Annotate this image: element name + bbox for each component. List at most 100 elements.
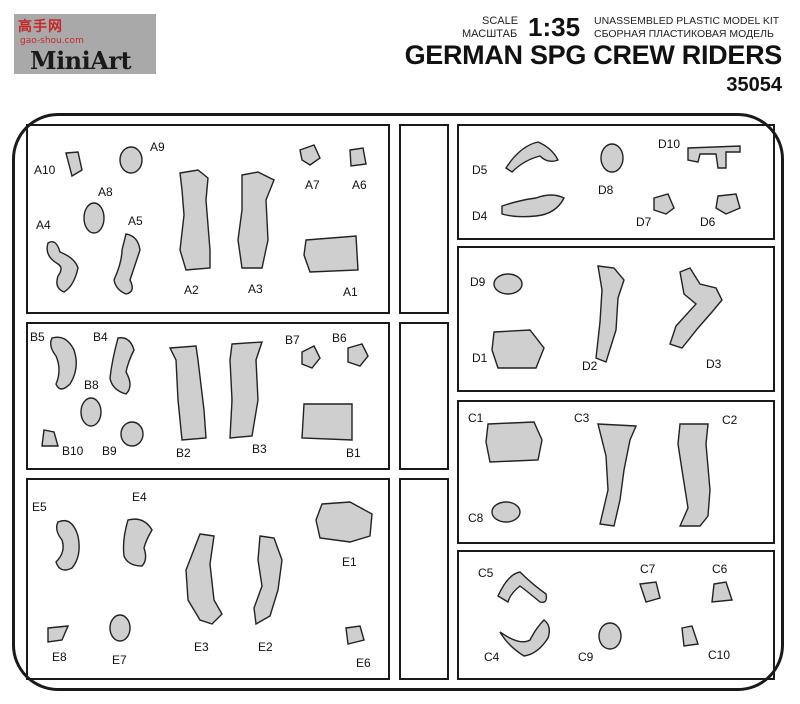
part-d5-shape	[505, 141, 559, 173]
part-label-e2: E2	[258, 640, 273, 654]
part-a4-shape	[46, 240, 79, 293]
sprue-gate-3	[399, 478, 449, 680]
part-label-a8: A8	[98, 185, 113, 199]
part-label-a7: A7	[305, 178, 320, 192]
part-a6-shape	[349, 147, 367, 167]
part-label-e1: E1	[342, 555, 357, 569]
part-b9-shape	[120, 421, 144, 447]
sprue-cell-a	[26, 124, 390, 314]
part-d9-shape	[493, 273, 523, 295]
part-label-d10: D10	[658, 137, 681, 151]
part-label-d2: D2	[582, 359, 598, 373]
part-c10-shape	[681, 625, 699, 647]
part-label-c2: C2	[722, 413, 738, 427]
part-label-c8: C8	[468, 511, 484, 525]
part-label-a4: A4	[36, 218, 51, 232]
part-d1-shape	[491, 329, 545, 369]
part-label-d9: D9	[470, 275, 486, 289]
part-e6-shape	[345, 625, 365, 645]
part-label-c1: C1	[468, 411, 484, 425]
part-c1-shape	[485, 421, 543, 463]
part-label-e4: E4	[132, 490, 147, 504]
part-label-a5: A5	[128, 214, 143, 228]
part-d10-shape	[687, 145, 741, 169]
part-d2-shape	[595, 265, 625, 363]
watermark-url: gao-shou.com	[20, 36, 84, 46]
part-b5-shape	[49, 336, 77, 390]
part-e5-shape	[55, 519, 80, 571]
part-label-a2: A2	[184, 283, 199, 297]
brand-name: MiniArt	[30, 46, 132, 75]
part-c5-shape	[497, 571, 548, 604]
part-label-c6: C6	[712, 562, 728, 576]
part-label-b4: B4	[93, 330, 108, 344]
part-c6-shape	[711, 581, 733, 603]
part-a3-shape	[237, 171, 275, 269]
part-label-b6: B6	[332, 331, 347, 345]
part-b3-shape	[229, 341, 263, 439]
part-a2-shape	[179, 169, 211, 271]
part-e3-shape	[185, 533, 223, 625]
kit-type-en: UNASSEMBLED PLASTIC MODEL KIT	[594, 15, 780, 27]
part-e2-shape	[253, 535, 283, 626]
part-label-d5: D5	[472, 163, 488, 177]
part-label-b7: B7	[285, 333, 300, 347]
part-label-b3: B3	[252, 442, 267, 456]
part-e7-shape	[109, 614, 131, 642]
part-label-c10: C10	[708, 648, 731, 662]
part-label-a1: A1	[343, 285, 358, 299]
part-c2-shape	[677, 423, 711, 527]
sprue-frame	[12, 113, 784, 691]
part-a5-shape	[113, 233, 141, 295]
part-label-b9: B9	[102, 444, 117, 458]
part-b10-shape	[41, 429, 59, 447]
sprue-gate-1	[399, 124, 449, 314]
part-label-c4: C4	[484, 650, 500, 664]
part-label-d3: D3	[706, 357, 722, 371]
part-label-c7: C7	[640, 562, 656, 576]
part-c9-shape	[598, 622, 622, 650]
part-label-b1: B1	[346, 446, 361, 460]
part-label-c5: C5	[478, 566, 494, 580]
part-label-e3: E3	[194, 640, 209, 654]
part-label-a3: A3	[248, 282, 263, 296]
sprue-cell-c-bottom	[457, 550, 775, 680]
part-label-b5: B5	[30, 330, 45, 344]
part-c8-shape	[491, 501, 521, 523]
kit-number: 35054	[726, 74, 782, 96]
part-a10-shape	[65, 151, 83, 178]
kit-title: GERMAN SPG CREW RIDERS	[404, 40, 783, 70]
part-d8-shape	[600, 143, 624, 173]
part-e1-shape	[315, 501, 373, 543]
part-b8-shape	[80, 397, 102, 427]
part-d3-shape	[669, 267, 723, 349]
part-label-d7: D7	[636, 215, 652, 229]
kit-type-ru: СБОРНАЯ ПЛАСТИКОВАЯ МОДЕЛЬ	[594, 28, 774, 40]
part-b2-shape	[168, 345, 207, 441]
part-label-a10: A10	[34, 163, 56, 177]
part-label-d8: D8	[598, 183, 614, 197]
scale-label-ru: МАСШТАБ	[462, 28, 518, 40]
part-label-e5: E5	[32, 500, 47, 514]
sprue-gate-2	[399, 322, 449, 470]
part-label-e6: E6	[356, 656, 371, 670]
part-label-c9: C9	[578, 650, 594, 664]
sprue-cell-e	[26, 478, 390, 680]
part-a7-shape	[299, 144, 321, 166]
part-e8-shape	[47, 625, 70, 643]
sprue-cell-d-top	[457, 124, 775, 240]
part-b6-shape	[347, 343, 369, 367]
watermark-text: 高手网	[18, 18, 63, 34]
part-label-b2: B2	[176, 446, 191, 460]
part-a9-shape	[119, 146, 143, 174]
part-label-e8: E8	[52, 650, 67, 664]
part-d4-shape	[501, 194, 565, 218]
part-a8-shape	[83, 202, 105, 234]
part-label-d1: D1	[472, 351, 488, 365]
sprue-cell-b	[26, 322, 390, 470]
part-label-d4: D4	[472, 209, 488, 223]
part-label-b10: B10	[62, 444, 84, 458]
scale-label-en: SCALE	[482, 15, 519, 27]
part-c4-shape	[499, 619, 551, 657]
